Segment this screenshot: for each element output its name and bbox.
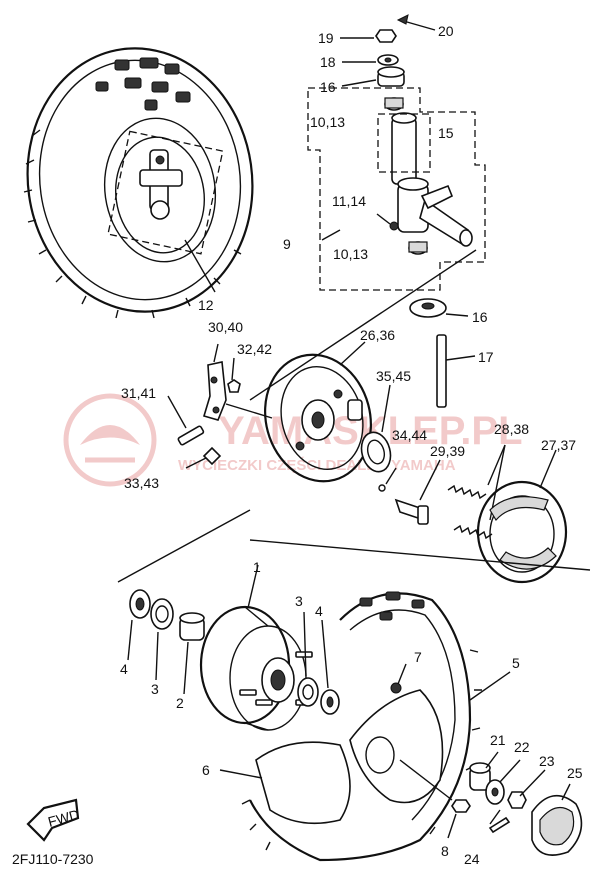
callout-16-top: 16 <box>320 79 336 95</box>
callout-2: 2 <box>176 695 184 711</box>
callout-25: 25 <box>567 765 583 781</box>
callout-21: 21 <box>490 732 506 748</box>
callout-18: 18 <box>320 54 336 70</box>
callout-19: 19 <box>318 30 334 46</box>
callout-1: 1 <box>253 559 261 575</box>
outer-hardware <box>469 751 583 856</box>
top-hardware <box>340 14 436 87</box>
fwd-arrow: FWD <box>26 798 81 842</box>
callout-3-left: 3 <box>151 681 159 697</box>
callout-17: 17 <box>478 349 494 365</box>
knuckle-assembly-9 <box>307 87 486 291</box>
brake-cam <box>378 459 441 525</box>
tire-and-rim <box>219 591 511 862</box>
callout-30-40: 30,40 <box>208 319 243 335</box>
callout-32-42: 32,42 <box>237 341 272 357</box>
callout-6: 6 <box>202 762 210 778</box>
lower-seal-and-bolt <box>249 249 477 408</box>
callout-5: 5 <box>512 655 520 671</box>
callout-35-45: 35,45 <box>376 368 411 384</box>
callout-7: 7 <box>414 649 422 665</box>
callout-34-44: 34,44 <box>392 427 427 443</box>
callout-28-38: 28,38 <box>494 421 529 437</box>
oil-seal <box>360 384 392 473</box>
callout-15: 15 <box>438 125 454 141</box>
callout-24: 24 <box>464 851 480 867</box>
watermark-subtext: WYCIECZKI CZĘŚCI DEALER YAMAHA <box>178 456 456 474</box>
hub-drum <box>117 509 313 731</box>
callout-labels: 19 20 18 16 10,13 15 11,14 9 10,13 16 30… <box>120 23 583 867</box>
callout-23: 23 <box>539 753 555 769</box>
callout-16-bottom: 16 <box>472 309 488 325</box>
callout-10-13-top: 10,13 <box>310 114 345 130</box>
callout-27-37: 27,37 <box>541 437 576 453</box>
axle-nut <box>399 759 511 839</box>
assembled-wheel-12 <box>23 47 254 319</box>
callout-29-39: 29,39 <box>430 443 465 459</box>
brake-arm <box>167 343 273 469</box>
callout-20: 20 <box>438 23 454 39</box>
callout-4-left: 4 <box>120 661 128 677</box>
callout-12: 12 <box>198 297 214 313</box>
callout-9: 9 <box>283 236 291 252</box>
callout-10-13-bottom: 10,13 <box>333 246 368 262</box>
hub-bearings-left <box>127 589 205 695</box>
hub-bearings-right <box>297 611 340 715</box>
callout-11-14: 11,14 <box>332 193 366 209</box>
callout-26-36: 26,36 <box>360 327 395 343</box>
callout-31-41: 31,41 <box>121 385 156 401</box>
callout-4-right: 4 <box>315 603 323 619</box>
callout-33-43: 33,43 <box>124 475 159 491</box>
callout-22: 22 <box>514 739 530 755</box>
drawing-code: 2FJ110-7230 <box>12 851 94 867</box>
fwd-label: FWD <box>46 806 81 830</box>
callout-3-right: 3 <box>295 593 303 609</box>
brake-backing-plate <box>264 341 372 483</box>
callout-8: 8 <box>441 843 449 859</box>
brake-shoes <box>249 449 591 584</box>
